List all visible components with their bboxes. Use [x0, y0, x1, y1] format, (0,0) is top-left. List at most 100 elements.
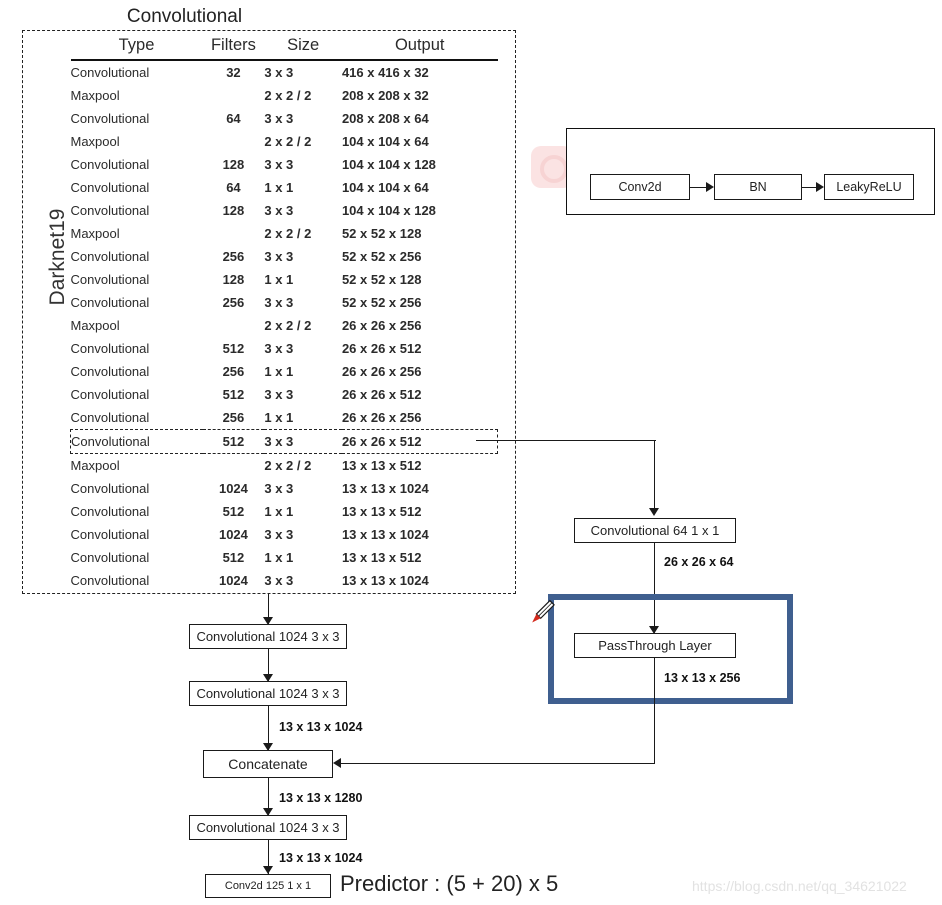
- branch-arrow-into-passthrough: [649, 626, 659, 634]
- layer-size-cell: 1 x 1: [264, 364, 294, 379]
- layer-filters-cell: 512: [222, 341, 245, 356]
- darknet19-label: Darknet19: [46, 208, 69, 306]
- main-arrow-into-conv-a: [263, 617, 273, 625]
- layer-filters-cell: 256: [222, 249, 245, 264]
- layer-size-cell: 3 x 3: [264, 295, 294, 310]
- layer-size-cell: 2 x 2 / 2: [264, 88, 312, 103]
- layer-filters-cell: 1024: [218, 527, 248, 542]
- dim-main-before-concat: 13 x 13 x 1024: [279, 720, 363, 734]
- main-arrow-into-concat: [263, 743, 273, 751]
- legend-arrow-head-1: [706, 182, 714, 192]
- layer-output-cell: 26 x 26 x 512: [341, 387, 422, 402]
- layer-filters-cell: 512: [222, 387, 245, 402]
- layer-filters-cell: [203, 454, 265, 478]
- layer-output-cell: 52 x 52 x 128: [341, 272, 422, 287]
- legend-arrow-line-2: [802, 187, 816, 188]
- layer-type-cell: Convolutional: [70, 272, 150, 287]
- column-header-type: Type: [118, 36, 155, 54]
- layer-type-cell: Convolutional: [70, 481, 150, 496]
- node-conv-reduce: Convolutional 64 1 x 1: [574, 518, 736, 543]
- layer-filters-cell: 128: [222, 157, 245, 172]
- layer-size-cell: 3 x 3: [264, 387, 294, 402]
- layer-size-cell: 3 x 3: [264, 429, 342, 454]
- layer-filters-cell: [203, 222, 265, 245]
- layer-output-cell: 13 x 13 x 512: [341, 504, 422, 519]
- layer-type-cell: Maxpool: [70, 318, 120, 333]
- layer-type-cell: Convolutional: [70, 550, 150, 565]
- layer-size-cell: 2 x 2 / 2: [264, 134, 312, 149]
- legend-arrow-line-1: [690, 187, 706, 188]
- layer-output-cell: 13 x 13 x 512: [341, 550, 422, 565]
- layer-type-cell: Convolutional: [70, 157, 150, 172]
- layer-output-cell: 26 x 26 x 256: [341, 410, 422, 425]
- layer-filters-cell: [203, 130, 265, 153]
- convolutional-legend-panel: [566, 128, 935, 215]
- layer-output-cell: 104 x 104 x 128: [341, 203, 436, 218]
- table-row: Convolutional 512 1 x 1 13 x 13 x 512: [71, 546, 498, 569]
- layer-size-cell: 1 x 1: [264, 550, 294, 565]
- node-conv-a: Convolutional 1024 3 x 3: [189, 624, 347, 649]
- layer-type-cell: Convolutional: [69, 429, 203, 454]
- layer-output-cell: 52 x 52 x 256: [341, 249, 422, 264]
- node-conv2d-output: Conv2d 125 1 x 1: [205, 874, 331, 898]
- layer-size-cell: 3 x 3: [264, 527, 294, 542]
- layer-filters-cell: 256: [222, 295, 245, 310]
- layer-type-cell: Convolutional: [70, 111, 150, 126]
- layer-filters-cell: 512: [222, 550, 245, 565]
- layer-size-cell: 2 x 2 / 2: [264, 458, 312, 473]
- layer-output-cell: 104 x 104 x 64: [341, 134, 429, 149]
- layer-filters-cell: [203, 314, 265, 337]
- layer-size-cell: 1 x 1: [264, 410, 294, 425]
- layer-type-cell: Convolutional: [70, 387, 150, 402]
- layer-size-cell: 1 x 1: [264, 272, 294, 287]
- layer-filters-cell: 32: [226, 65, 241, 80]
- darknet19-container: [22, 30, 516, 594]
- layer-size-cell: 1 x 1: [264, 504, 294, 519]
- layer-size-cell: 3 x 3: [264, 203, 294, 218]
- layer-size-cell: 3 x 3: [264, 65, 294, 80]
- layer-filters-cell: 64: [226, 180, 241, 195]
- column-header-size: Size: [287, 36, 320, 54]
- layer-output-cell: 52 x 52 x 256: [341, 295, 422, 310]
- layer-type-cell: Convolutional: [70, 504, 150, 519]
- layer-type-cell: Convolutional: [70, 410, 150, 425]
- layer-type-cell: Convolutional: [70, 249, 150, 264]
- node-passthrough-layer: PassThrough Layer: [574, 633, 736, 658]
- table-row: Convolutional 256 3 x 3 52 x 52 x 256: [71, 291, 498, 314]
- layer-size-cell: 3 x 3: [264, 481, 294, 496]
- layer-filters-cell: 128: [222, 203, 245, 218]
- dim-after-conv-c: 13 x 13 x 1024: [279, 851, 363, 865]
- layer-filters-cell: [203, 84, 265, 107]
- dim-branch-after-reduce: 26 x 26 x 64: [664, 555, 734, 569]
- layer-type-cell: Convolutional: [70, 295, 150, 310]
- layer-filters-cell: 256: [222, 364, 245, 379]
- column-header-filters: Filters: [210, 36, 256, 54]
- main-arrow-into-conv-c: [263, 808, 273, 816]
- convolutional-legend-title: Convolutional: [126, 6, 243, 27]
- layer-output-cell: 208 x 208 x 64: [341, 111, 429, 126]
- branch-line-to-passthrough: [654, 543, 655, 633]
- layer-size-cell: 3 x 3: [264, 111, 294, 126]
- passthrough-highlight-box: [548, 594, 793, 704]
- main-line-to-conv-a: [268, 594, 269, 624]
- branch-arrow-into-concat: [333, 758, 341, 768]
- layer-type-cell: Convolutional: [70, 341, 150, 356]
- pencil-annotation-icon: [532, 599, 555, 623]
- layer-output-cell: 13 x 13 x 1024: [341, 527, 429, 542]
- layer-filters-cell: 1024: [218, 573, 248, 588]
